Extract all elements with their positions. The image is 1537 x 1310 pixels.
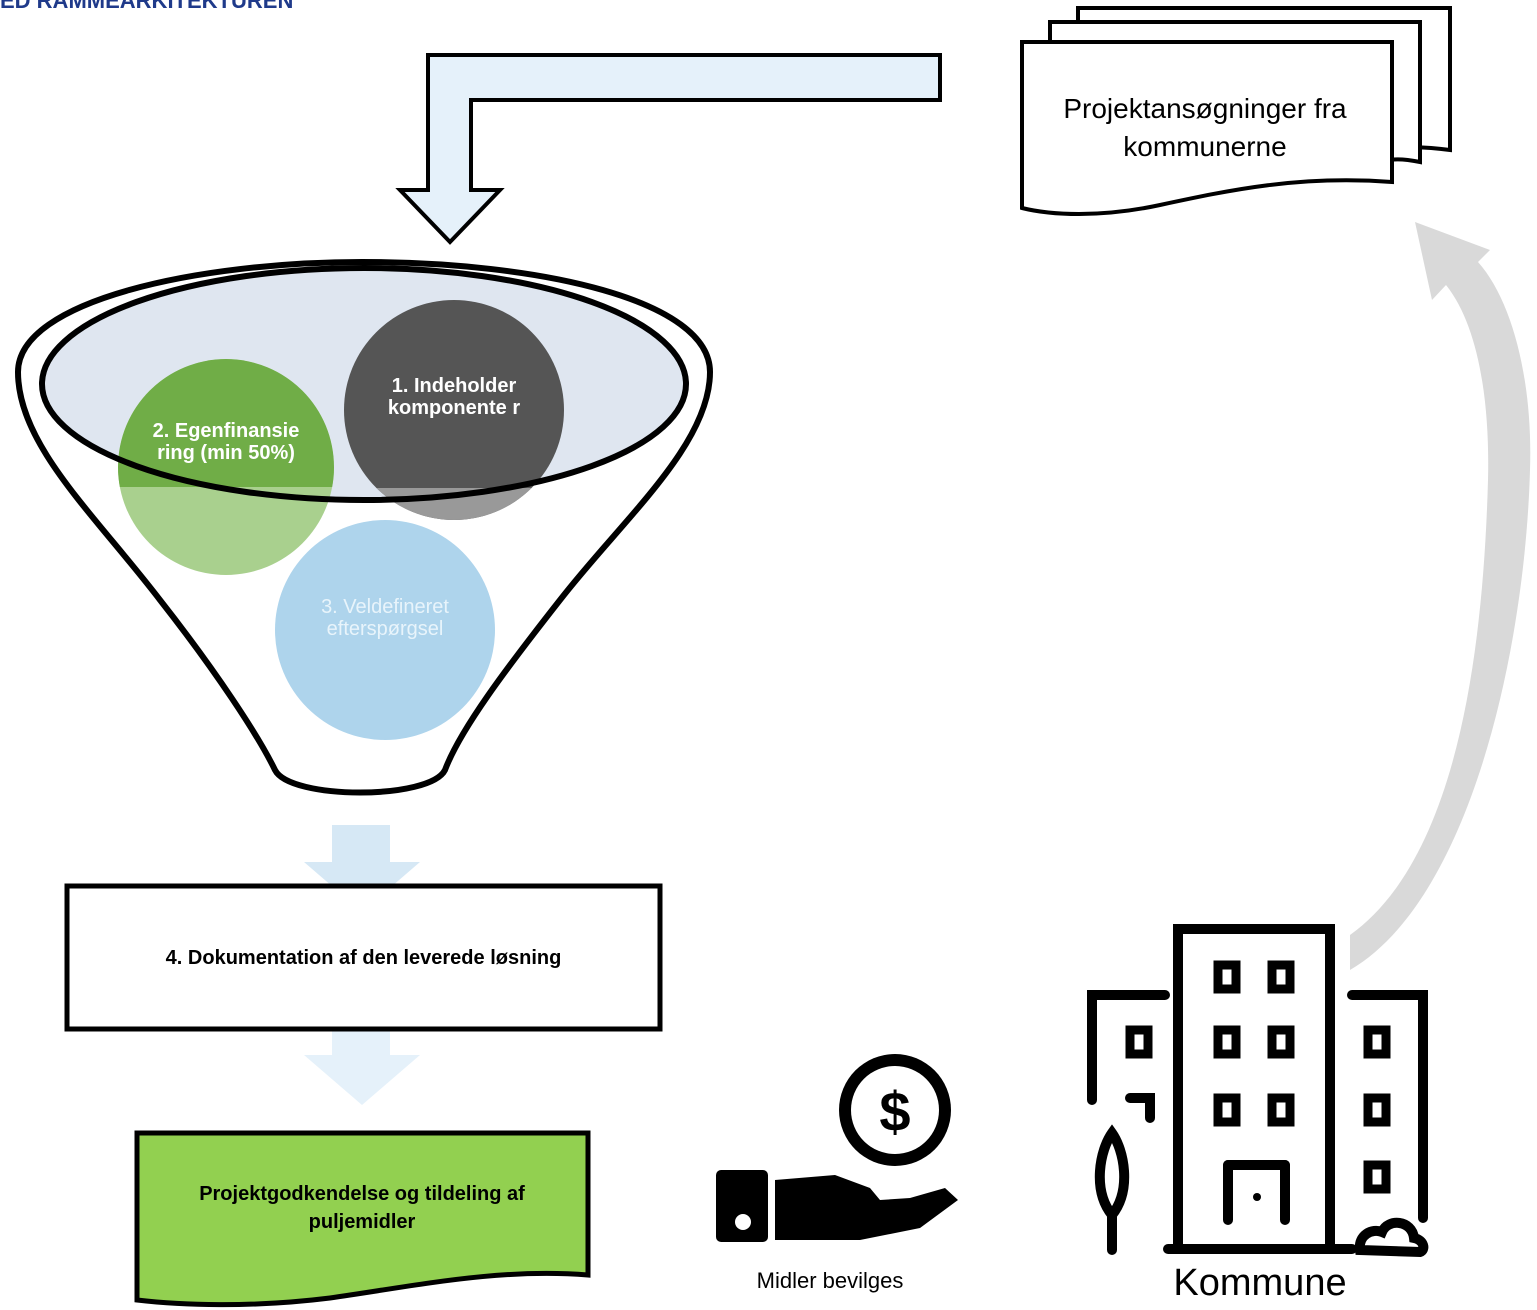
documents-stack [1020,6,1452,216]
building-door-knob [1253,1193,1261,1201]
money-caption: Midler bevilges [756,1268,904,1293]
curved-arrow [1350,222,1531,970]
down-arrow-2 [304,1020,420,1105]
header-text: ED RAMMEARKITEKTUREN [0,0,294,13]
documents-label: Projektansøgninger fra kommunerne [1063,93,1347,162]
documentation-box [64,883,663,1032]
hand-dollar-icon: $ [716,1054,958,1242]
approval-document [134,1130,591,1308]
criterion-2-label: 2. Egenfinansie ring (min 50%) [152,420,300,464]
criterion-circle-3 [275,520,495,740]
funnel-rim [39,265,689,503]
documentation-label: 4. Dokumentation af den leverede løsning [165,947,562,969]
bent-arrow [395,53,942,245]
building-icon [1087,924,1429,1258]
building-windows [1125,960,1391,1194]
down-arrow-1 [304,825,420,912]
municipality-caption: Kommune [1173,1262,1347,1304]
criterion-1-label: 1. Indeholder komponente r [387,375,521,419]
svg-text:$: $ [879,1080,910,1143]
criterion-3-label: 3. Veldefineret efterspørgsel [321,596,449,640]
approval-label: Projektgodkendelse og tildeling af pulje… [199,1183,525,1233]
criterion-circle-2 [118,359,334,575]
